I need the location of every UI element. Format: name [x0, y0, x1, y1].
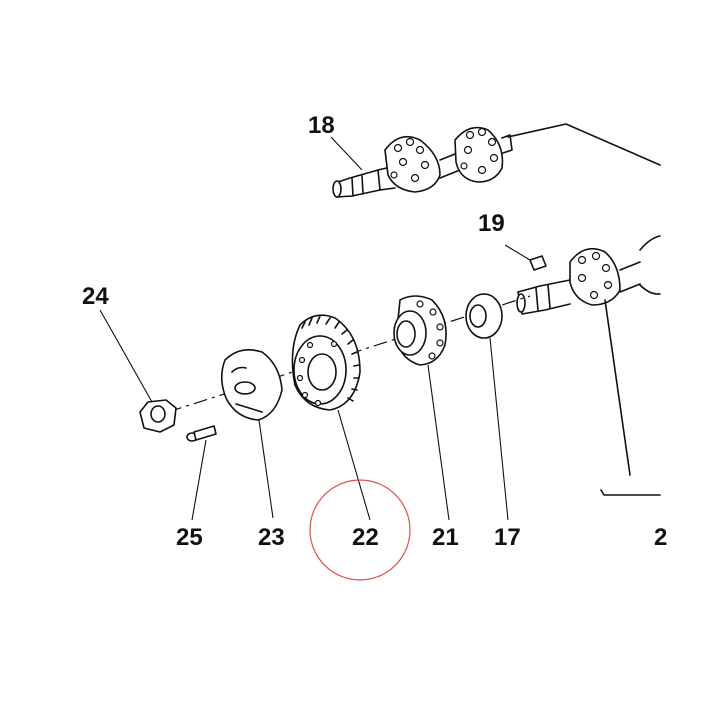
- leader-lines: [99, 136, 531, 521]
- label-cut: 2: [654, 524, 667, 551]
- label-22: 22: [352, 524, 379, 551]
- key-19: [529, 255, 547, 271]
- label-25: 25: [176, 524, 203, 551]
- label-18: 18: [308, 112, 335, 139]
- label-21: 21: [432, 524, 459, 551]
- spacer-ring-17: [465, 293, 503, 339]
- bolt-25: [186, 425, 217, 442]
- washer-plate-23: [220, 349, 283, 421]
- highlight-circle: [309, 479, 411, 581]
- flange-hub-21: [393, 295, 447, 366]
- nut-24: [139, 399, 177, 433]
- toothed-pulley-22: [291, 314, 361, 411]
- camshaft-lower: [516, 235, 661, 496]
- label-23: 23: [258, 524, 285, 551]
- label-24: 24: [82, 283, 109, 310]
- label-17: 17: [494, 524, 521, 551]
- label-19: 19: [478, 210, 505, 237]
- camshaft-upper: [332, 123, 661, 198]
